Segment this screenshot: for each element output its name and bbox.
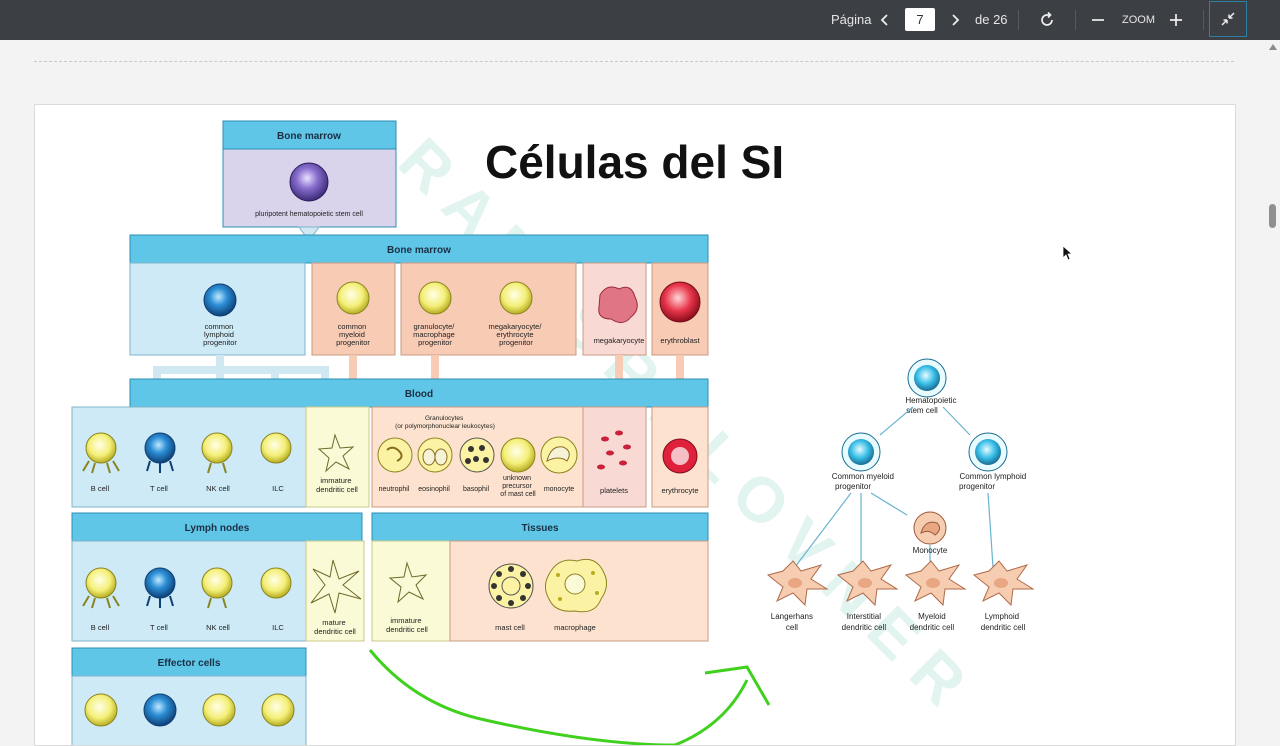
page-separator (34, 61, 1234, 62)
platelets-icon (597, 430, 631, 470)
immune-cells-diagram: R A M I S R E L O V N E R Bone marrow pl… (71, 120, 1035, 745)
gmp-label: granulocyte/ macrophage progenitor (413, 322, 457, 347)
unknown-precursor-icon (500, 437, 536, 473)
effector-nk-icon (202, 693, 236, 727)
dc-labels: Langerhans cell Interstitial dendritic c… (771, 612, 1026, 632)
cmp-label: Common myeloid progenitor (832, 472, 896, 491)
rotate-button[interactable] (1035, 8, 1059, 32)
toolbar-divider (1075, 10, 1076, 30)
previous-page-button[interactable] (873, 8, 897, 32)
granulocyte-labels: neutrophil eosinophil basophil monocyte (379, 486, 575, 493)
mep-icon (499, 281, 533, 315)
minus-icon (1092, 19, 1104, 21)
erythroblast-label: erythroblast (660, 336, 700, 345)
tissues-label: Tissues (521, 523, 558, 534)
exit-fullscreen-button[interactable] (1209, 1, 1247, 37)
zoom-label: ZOOM (1122, 14, 1155, 26)
toolbar-divider (1018, 10, 1019, 30)
nk-cell-blood-icon (201, 432, 233, 474)
stem-cell-icon (289, 162, 329, 202)
erythroblast-icon (659, 281, 701, 323)
lymphoid-progenitor-icon (203, 283, 237, 317)
mast-macrophage-labels: mast cell macrophage (495, 623, 596, 632)
pdf-page: Células del SI R A M I S R E L O V N E R… (34, 104, 1236, 746)
tissue-dendritic-icon (388, 561, 428, 604)
page-label: Página (831, 12, 872, 27)
myeloid-progenitor-label: common myeloid progenitor (336, 322, 370, 347)
effector-ilc-icon (261, 693, 295, 727)
mouse-cursor-icon (1063, 246, 1073, 261)
megakaryocyte-icon (598, 286, 638, 323)
neutrophil-icon (377, 437, 413, 473)
scrollbar-thumb[interactable] (1269, 204, 1276, 228)
zoom-in-button[interactable] (1164, 8, 1188, 32)
mature-dendritic-label: mature dendritic cell (314, 618, 356, 636)
erythrocyte-label: erythrocyte (661, 486, 698, 495)
next-page-button[interactable] (943, 8, 967, 32)
clp-label: Common lymphoid progenitor (959, 472, 1028, 491)
effector-t-cell-icon (143, 693, 177, 727)
zoom-out-button[interactable] (1086, 8, 1110, 32)
immature-dendritic-blood-label: immature dendritic cell (316, 476, 358, 494)
lymphoid-progenitor-label: common lymphoid progenitor (203, 322, 237, 347)
collapse-icon (1221, 12, 1235, 26)
bone-marrow-band (129, 234, 709, 264)
blood-band-label: Blood (405, 389, 433, 400)
toolbar-divider (1203, 10, 1204, 30)
lymph-nodes-label: Lymph nodes (185, 523, 250, 534)
bone-marrow-top-label: Bone marrow (277, 131, 341, 142)
chevron-right-icon (952, 14, 960, 26)
mature-dendritic-icon (310, 559, 362, 614)
plasma-cell-icon (84, 693, 118, 727)
gmp-icon (418, 281, 452, 315)
lymph-lymphocyte-labels: B cell T cell NK cell ILC (91, 623, 285, 632)
mast-cell-icon (488, 563, 534, 609)
platelets-box (582, 406, 647, 508)
page-number-input[interactable]: 7 (905, 8, 935, 31)
unknown-precursor-label: unknown precursor of mast cell (500, 475, 536, 498)
stem-cell-label: pluripotent hematopoietic stem cell (255, 211, 363, 218)
chevron-left-icon (880, 14, 888, 26)
green-annotation-arrow (368, 649, 749, 745)
dendritic-blood-icon (317, 433, 355, 473)
slide-title: Células del SI (485, 136, 785, 188)
b-cell-lymph-icon (82, 567, 120, 609)
macrophage-icon (545, 558, 607, 613)
myeloid-progenitor-icon (336, 281, 370, 315)
effector-label: Effector cells (158, 658, 221, 669)
tissue-immature-dendritic-label: immature dendritic cell (386, 616, 428, 634)
b-cell-blood-icon (82, 432, 120, 474)
scroll-up-arrow-icon[interactable] (1269, 44, 1277, 50)
mep-label: megakaryocyte/ erythrocyte progenitor (488, 322, 543, 347)
blood-lymphocyte-labels: B cell T cell NK cell ILC (91, 484, 285, 493)
vertical-scrollbar[interactable] (1266, 40, 1280, 720)
rotate-icon (1041, 11, 1053, 26)
monocyte-label: Monocyte (913, 546, 948, 555)
bone-marrow-band-label: Bone marrow (387, 245, 451, 256)
t-cell-lymph-icon (144, 567, 176, 608)
tissues-band (371, 512, 709, 542)
basophil-icon (459, 437, 495, 473)
platelets-label: platelets (600, 486, 628, 495)
nk-cell-lymph-icon (201, 567, 233, 609)
hsc-label: Hematopoietic stem cell (905, 396, 958, 415)
megakaryocyte-label: megakaryocyte (594, 336, 645, 345)
lymph-nodes-band (71, 512, 363, 542)
eosinophil-icon (417, 437, 453, 473)
plus-icon (1170, 14, 1182, 26)
ilc-blood-icon (260, 432, 292, 464)
ilc-lymph-icon (260, 567, 292, 599)
dendritic-lineage-diagram: Hematopoietic stem cell Common myeloid p… (766, 358, 1035, 632)
document-viewer: Células del SI R A M I S R E L O V N E R… (0, 40, 1280, 746)
t-cell-blood-icon (144, 432, 176, 473)
total-pages-label: de 26 (975, 12, 1008, 27)
monocyte-blood-icon (540, 436, 578, 474)
granulocytes-header: Granulocytes (or polymorphonuclear leuko… (395, 415, 495, 430)
viewer-toolbar: Página 7 de 26 ZOOM (0, 0, 1280, 40)
